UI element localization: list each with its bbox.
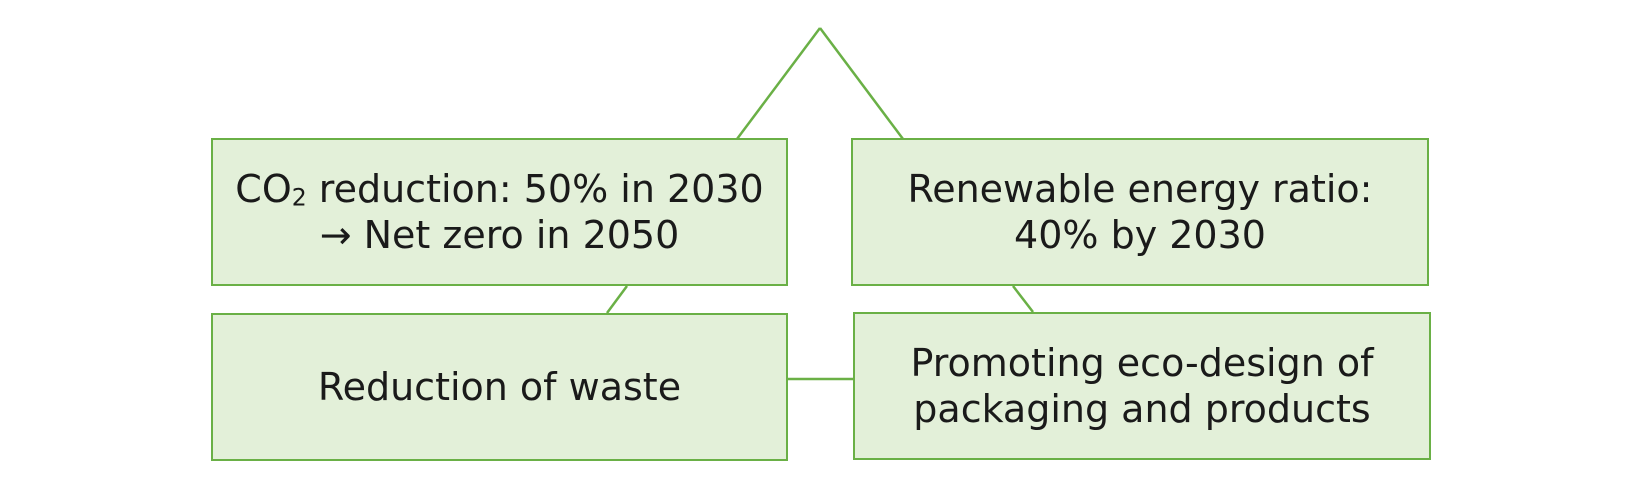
right-vertical-connector (1012, 285, 1034, 313)
ecodesign-line-2: packaging and products (913, 387, 1371, 431)
renewable-energy-box: Renewable energy ratio: 40% by 2030 (851, 138, 1429, 286)
roof-right-line (818, 27, 905, 140)
co2-prefix: CO (235, 167, 292, 211)
eco-design-box: Promoting eco-design of packaging and pr… (853, 312, 1431, 460)
renewable-line-2: 40% by 2030 (1014, 213, 1266, 257)
roof-left-line (735, 27, 822, 140)
renewable-line-1: Renewable energy ratio: (907, 167, 1373, 211)
waste-line-1: Reduction of waste (317, 365, 682, 409)
left-vertical-connector (605, 285, 629, 314)
co2-subscript: 2 (291, 183, 307, 212)
co2-reduction-box: CO2 reduction: 50% in 2030 → Net zero in… (211, 138, 788, 286)
ecodesign-line-1: Promoting eco-design of (910, 341, 1374, 385)
co2-suffix: reduction: 50% in 2030 (306, 167, 764, 211)
co2-line-2: → Net zero in 2050 (319, 213, 680, 257)
co2-line-1: CO2 reduction: 50% in 2030 (235, 166, 763, 212)
waste-reduction-box: Reduction of waste (211, 313, 788, 461)
